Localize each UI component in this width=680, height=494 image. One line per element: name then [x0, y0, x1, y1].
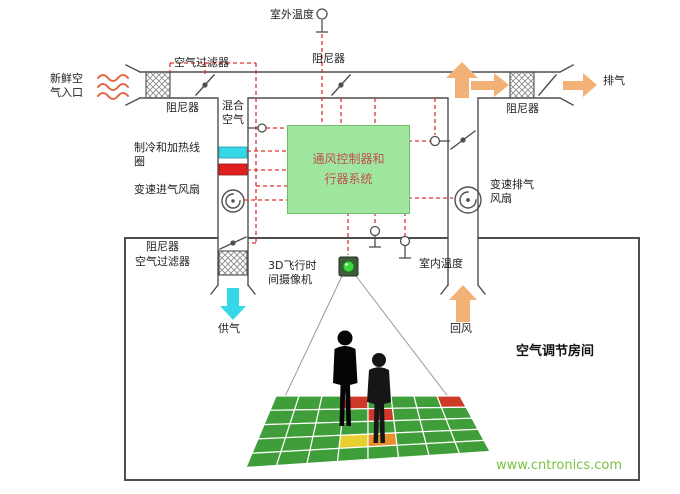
person-silhouette: [333, 330, 358, 426]
label-tof-camera: 3D飞行时间摄像机: [268, 259, 317, 287]
floor-cell: [257, 423, 291, 440]
floor-cell: [390, 395, 418, 409]
fresh-air-waves-icon: [97, 74, 129, 100]
floor-cell: [393, 419, 424, 434]
control-signal-lines: [169, 34, 453, 255]
floor-cell: [275, 449, 311, 467]
label-fresh-air-inlet: 新鲜空气入口: [50, 72, 83, 100]
floor-cell: [367, 444, 400, 461]
air-filter-icon: [145, 71, 535, 276]
label-supply-air: 供气: [218, 322, 240, 335]
ductwork: [125, 64, 574, 295]
person-silhouette: [367, 353, 391, 443]
floor-cell: [339, 420, 369, 436]
floor-cell: [293, 395, 323, 411]
label-damper-top: 阻尼器: [312, 52, 345, 65]
floor-cell: [280, 435, 314, 453]
controller-box: 通风控制器和行器系统: [287, 125, 410, 214]
label-intake-fan: 变速进气风扇: [134, 183, 200, 196]
floor-cell: [312, 421, 343, 438]
floor-cell: [440, 406, 473, 420]
room-outline: [124, 237, 640, 481]
label-indoor-temp: 室内温度: [419, 257, 463, 270]
floor-cell: [336, 446, 369, 463]
label-damper-bottom-left: 阻尼器: [146, 240, 179, 253]
floor-cell: [309, 434, 342, 451]
label-damper-left: 阻尼器: [166, 101, 199, 114]
floor-cell: [306, 447, 340, 465]
floor-cell: [315, 408, 345, 424]
label-room: 空气调节房间: [516, 344, 595, 359]
label-outdoor-temp: 室外温度: [270, 8, 314, 21]
airflow-arrow: [446, 62, 597, 322]
label-damper-right: 阻尼器: [506, 102, 539, 115]
exhaust-fan-icon: [454, 186, 482, 214]
tof-camera-icon: [338, 256, 359, 277]
floor-cell: [289, 408, 320, 425]
floor-cell: [422, 429, 456, 445]
watermark: www.cntronics.com: [496, 458, 623, 473]
floor-cell: [419, 418, 452, 433]
label-air-filter-top: 空气过滤器: [174, 56, 229, 69]
cooling-coil: [218, 146, 248, 159]
label-return-air: 回风: [450, 322, 472, 335]
label-air-filter-bottom: 空气过滤器: [135, 255, 190, 268]
intake-fan-icon: [221, 189, 245, 213]
floor-cell: [394, 431, 427, 446]
label-exhaust: 排气: [603, 74, 625, 87]
floor-cell: [341, 408, 369, 423]
floor-cell: [445, 417, 479, 432]
floor-cell: [454, 439, 491, 455]
floor-cell: [251, 437, 287, 454]
label-exhaust-fan: 变速排气风扇: [490, 178, 534, 206]
temperature-sensor-icon: [248, 8, 450, 259]
floor-heatmap-grid: [245, 395, 491, 469]
floor-cell: [245, 450, 282, 469]
label-mixed-air: 混合空气: [222, 99, 244, 127]
heating-coil: [218, 163, 248, 176]
damper-icon: [195, 74, 557, 250]
supply-air-arrow: [220, 288, 246, 320]
floor-cell: [391, 407, 421, 422]
floor-cell: [338, 433, 369, 450]
floor-cell: [396, 442, 430, 459]
floor-cell: [284, 422, 317, 439]
floor-cell: [425, 441, 461, 457]
floor-cell: [436, 395, 467, 409]
controller-label: 通风控制器和行器系统: [312, 152, 385, 186]
label-cooling-heating-coil: 制冷和加热线圈: [134, 141, 200, 169]
